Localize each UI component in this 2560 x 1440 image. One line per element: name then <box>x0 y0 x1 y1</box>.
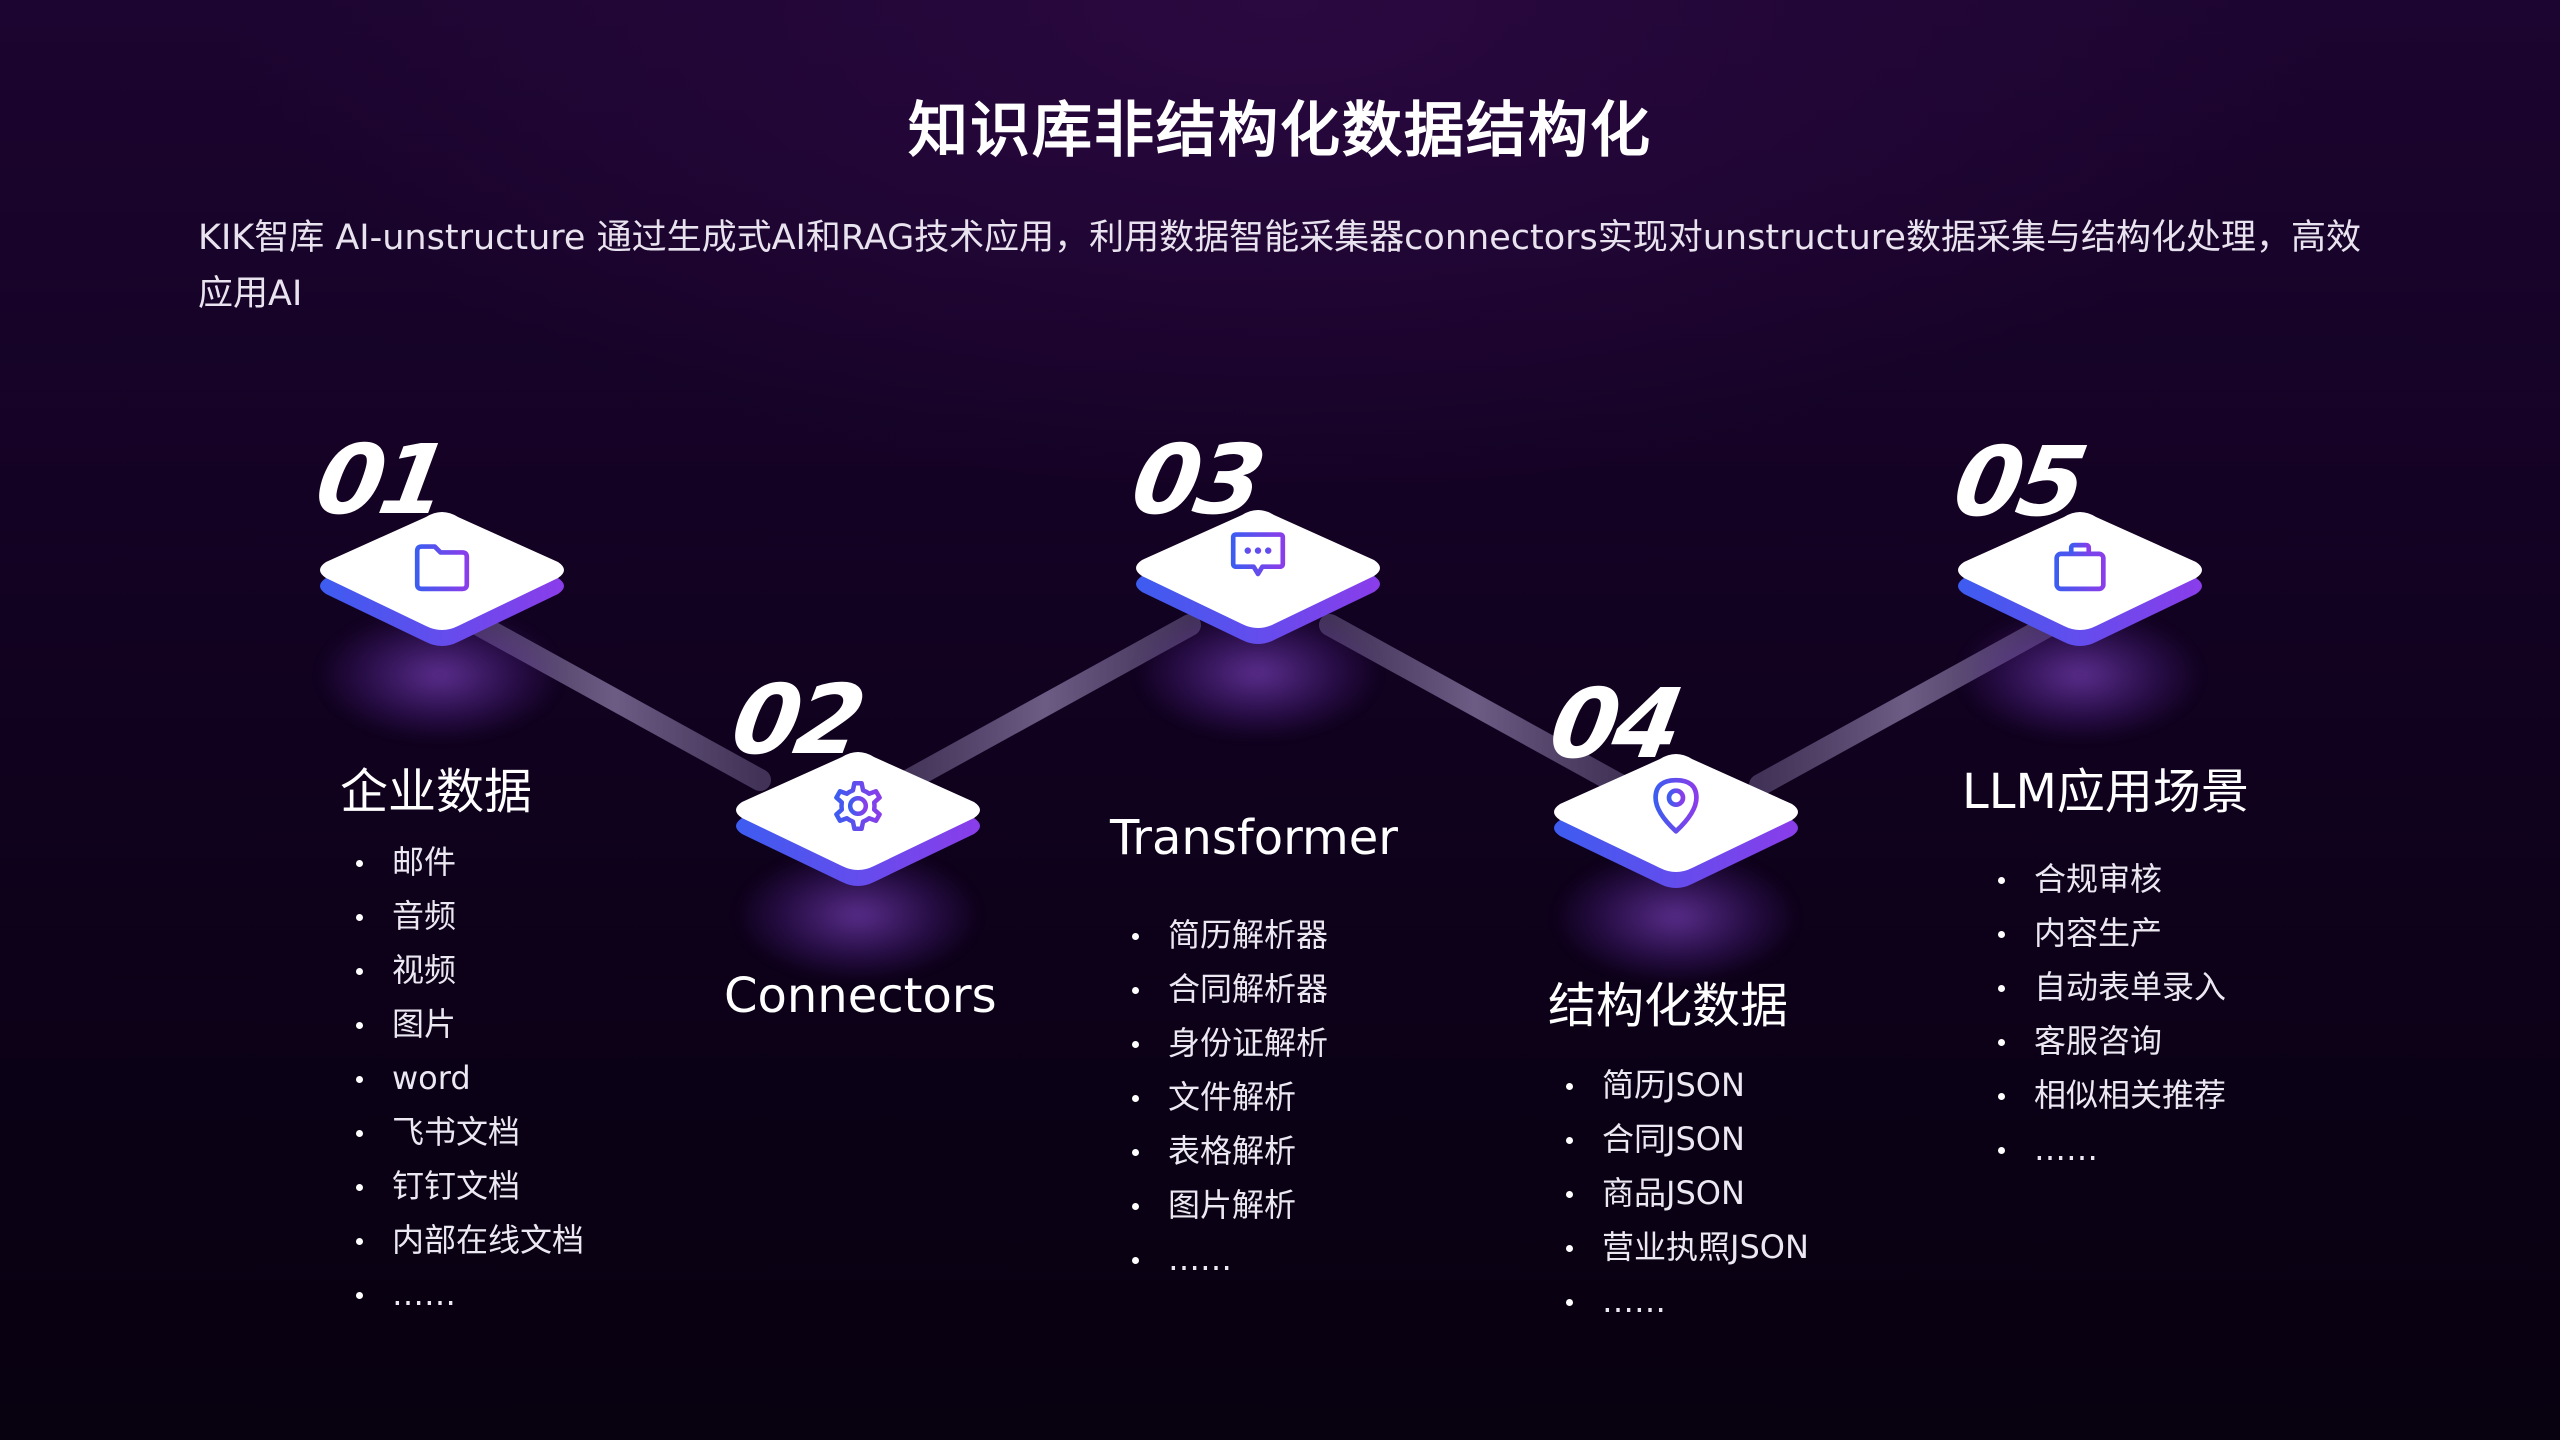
list-item: 飞书文档 <box>356 1105 584 1159</box>
list-item: 音频 <box>356 889 584 943</box>
connector-line-2-3 <box>889 614 1201 796</box>
step-node-tile[interactable] <box>312 498 572 658</box>
step-title: LLM应用场景 <box>1962 764 2249 820</box>
step-title: 企业数据 <box>340 764 533 820</box>
list-item: …… <box>1998 1122 2226 1176</box>
list-item: …… <box>1566 1274 1809 1328</box>
list-item: …… <box>1132 1232 1328 1286</box>
node-tile-shape <box>1136 510 1380 644</box>
step-node-tile[interactable] <box>1128 496 1388 656</box>
list-item: 图片解析 <box>1132 1178 1328 1232</box>
step-node-tile[interactable] <box>728 738 988 898</box>
list-item: 简历JSON <box>1566 1058 1809 1112</box>
list-item: 内容生产 <box>1998 906 2226 960</box>
list-item: 邮件 <box>356 835 584 889</box>
list-item: 合同JSON <box>1566 1112 1809 1166</box>
list-item: 身份证解析 <box>1132 1016 1328 1070</box>
list-item: 表格解析 <box>1132 1124 1328 1178</box>
list-item: 合同解析器 <box>1132 962 1328 1016</box>
step-title: Connectors <box>724 968 997 1024</box>
briefcase-icon <box>2054 542 2106 592</box>
list-item: 相似相关推荐 <box>1998 1068 2226 1122</box>
step-node-tile[interactable] <box>1950 498 2210 658</box>
list-item: 客服咨询 <box>1998 1014 2226 1068</box>
intro-paragraph: KIK智库 AI-unstructure 通过生成式AI和RAG技术应用，利用数… <box>198 218 2361 314</box>
step-node-tile[interactable] <box>1546 740 1806 900</box>
list-item: 视频 <box>356 943 584 997</box>
list-item: 内部在线文档 <box>356 1213 584 1267</box>
connector-line-3-4 <box>1319 614 1631 796</box>
list-item: 营业执照JSON <box>1566 1220 1809 1274</box>
step-title: Transformer <box>1110 810 1399 866</box>
list-item: word <box>356 1051 584 1105</box>
list-item: 图片 <box>356 997 584 1051</box>
list-item: 简历解析器 <box>1132 908 1328 962</box>
step-title: 结构化数据 <box>1548 978 1789 1034</box>
node-tile-shape <box>1554 754 1798 888</box>
list-item: …… <box>356 1267 584 1321</box>
step-item-list: 简历JSON 合同JSON 商品JSON 营业执照JSON …… <box>1566 1058 1809 1328</box>
step-item-list: 合规审核 内容生产 自动表单录入 客服咨询 相似相关推荐 …… <box>1998 852 2226 1176</box>
folder-icon <box>414 544 470 592</box>
gear-icon <box>834 780 882 832</box>
list-item: 合规审核 <box>1998 852 2226 906</box>
chat-icon <box>1230 532 1286 577</box>
step-item-list: 邮件 音频 视频 图片 word 飞书文档 钉钉文档 内部在线文档 …… <box>356 835 584 1321</box>
page-title: 知识库非结构化数据结构化 <box>908 96 1652 166</box>
list-item: 钉钉文档 <box>356 1159 584 1213</box>
step-item-list: 简历解析器 合同解析器 身份证解析 文件解析 表格解析 图片解析 …… <box>1132 908 1328 1286</box>
location-pin-icon <box>1653 777 1699 834</box>
list-item: 自动表单录入 <box>1998 960 2226 1014</box>
list-item: 商品JSON <box>1566 1166 1809 1220</box>
list-item: 文件解析 <box>1132 1070 1328 1124</box>
